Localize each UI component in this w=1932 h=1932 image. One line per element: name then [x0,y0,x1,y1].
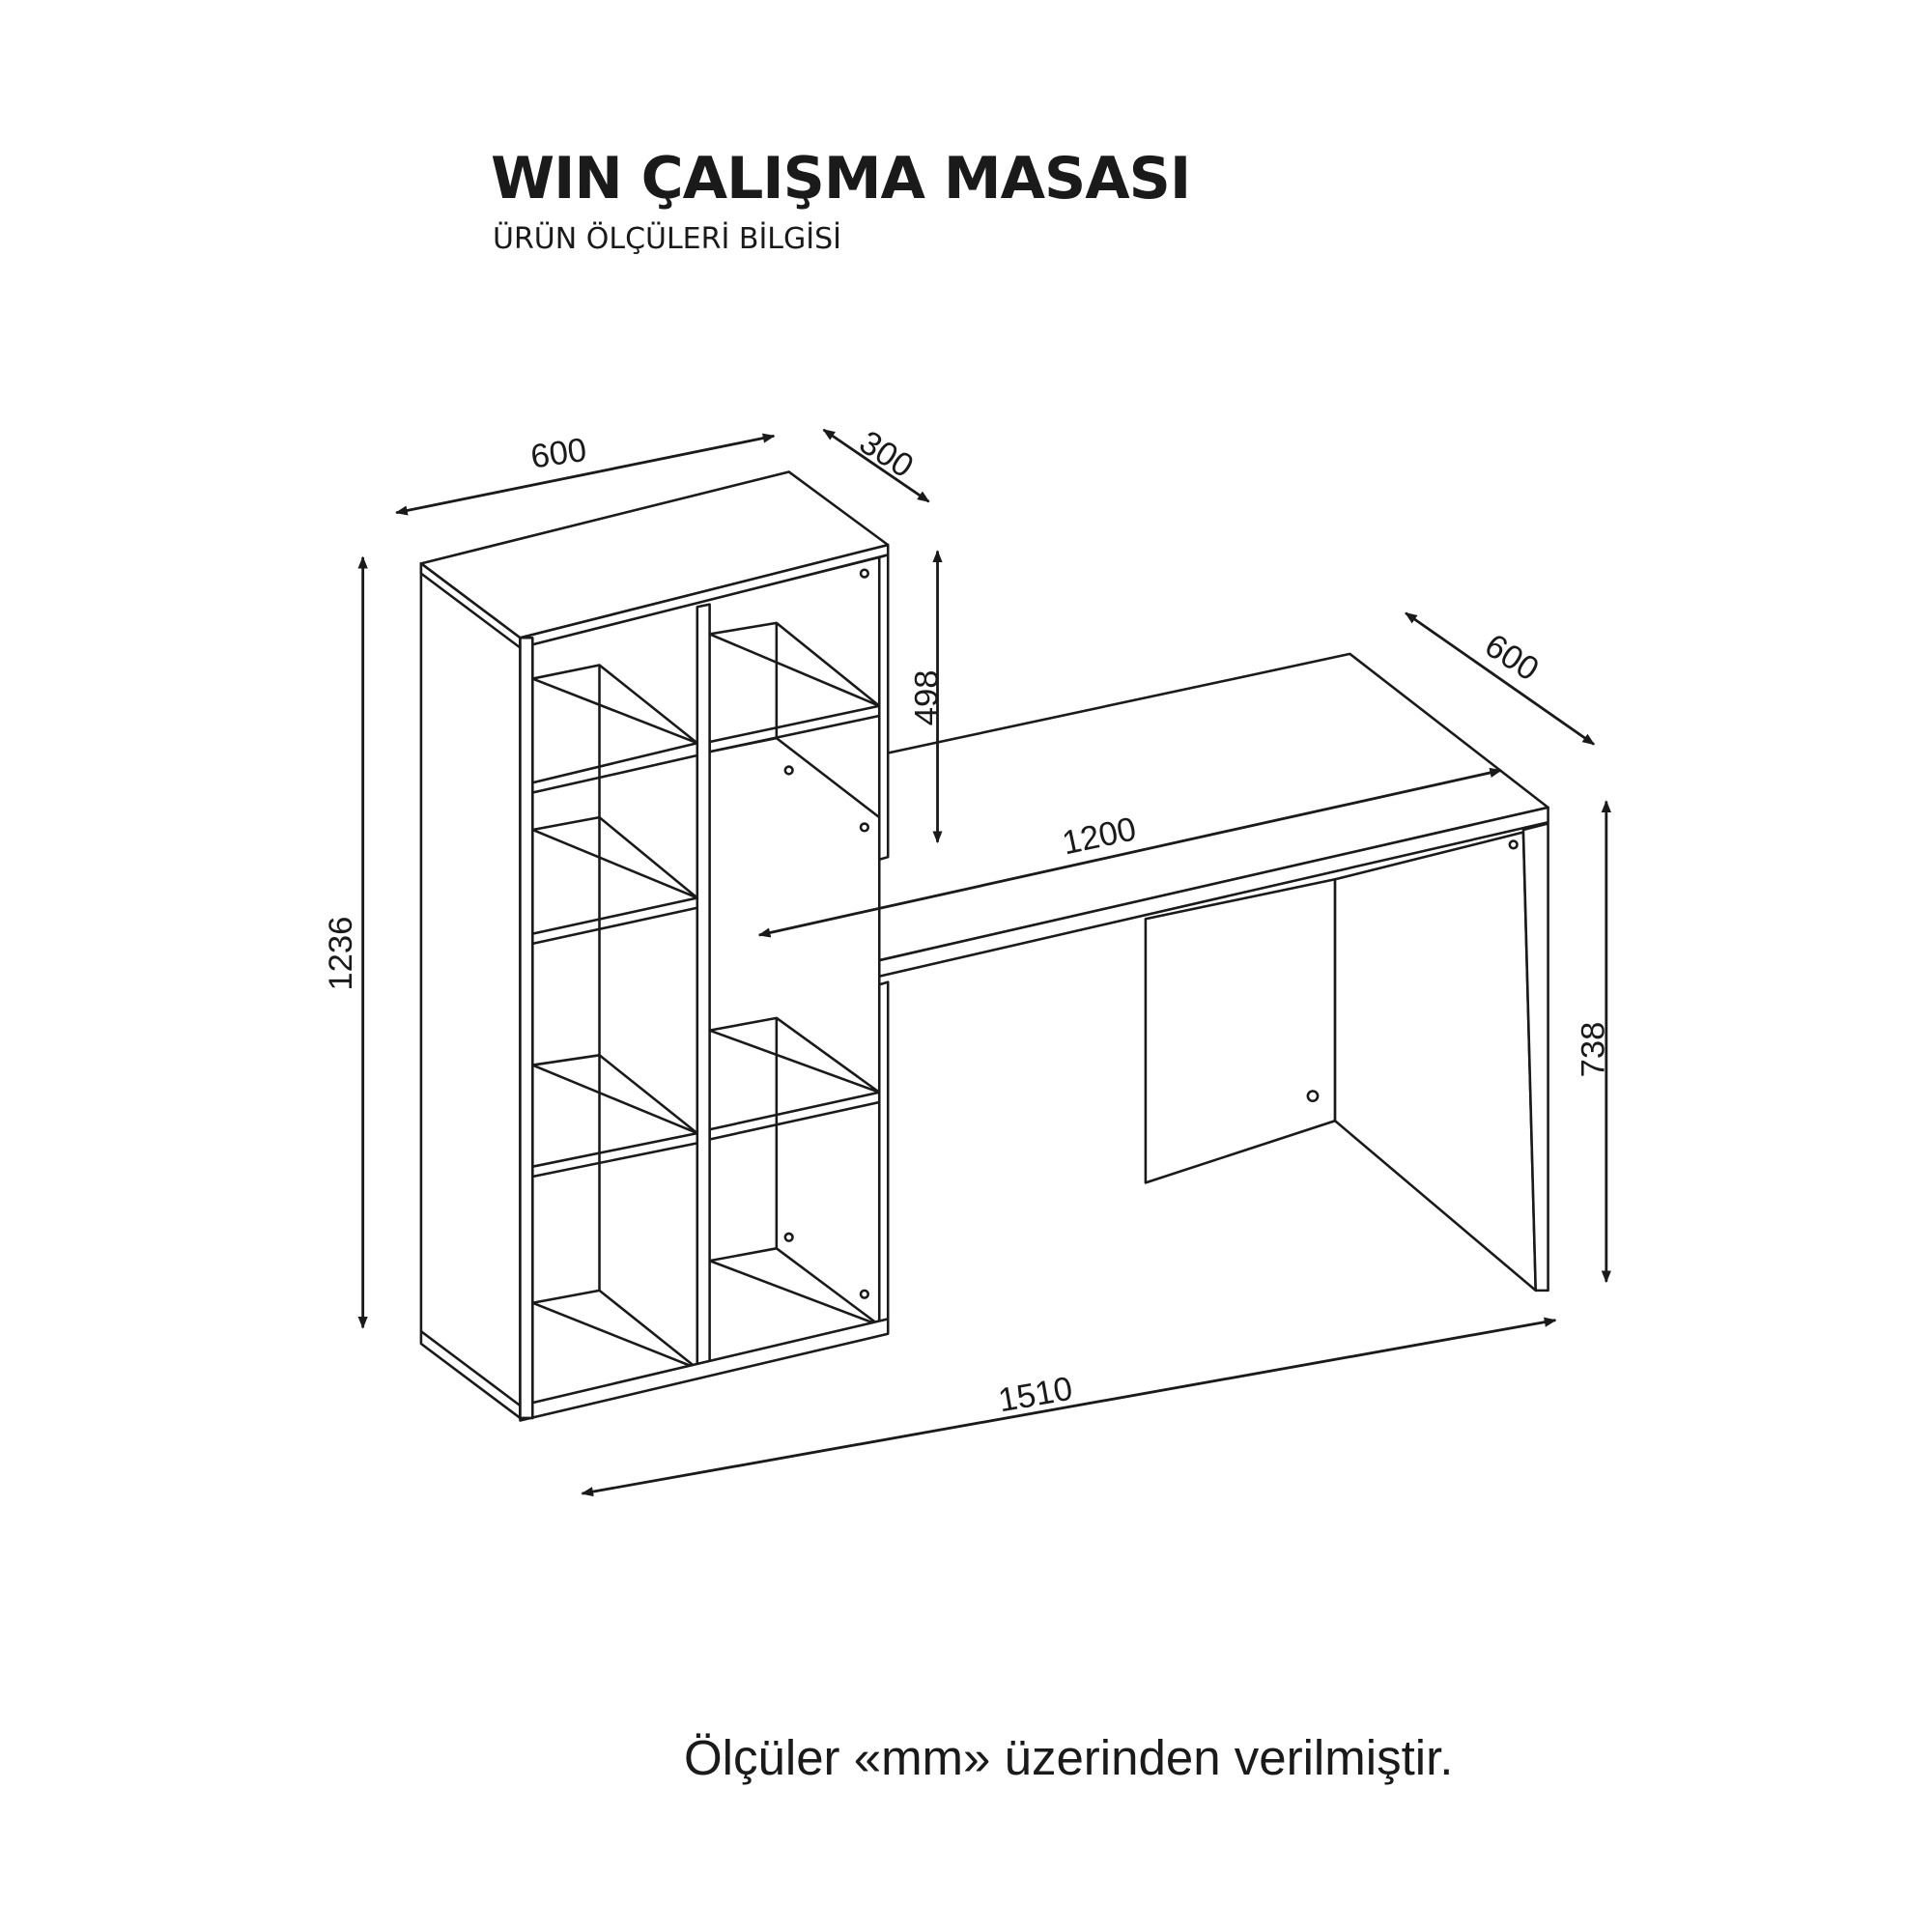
bookcase-right-side-lower [877,980,890,1336]
screw-hole [1306,1090,1320,1103]
units-note: Ölçüler «mm» üzerinden verilmiştir. [684,1730,1454,1785]
desk-right-leg-side [1333,831,1538,1293]
label-desk-depth: 600 [1478,627,1545,688]
label-total-height: 1236 [323,917,359,991]
dim-desk-width [757,767,1503,938]
bookcase-left-side [419,562,522,1420]
dim-shelf-width [395,433,776,516]
label-total-width: 1510 [996,1371,1075,1420]
product-title: WIN ÇALIŞMA MASASI [491,145,1191,213]
dim-desk-depth [1405,611,1596,746]
bookcase [419,470,890,1422]
dim-shelf-depth [822,428,930,503]
label-shelf-upper-height: 498 [909,670,946,726]
screw-hole [1508,839,1519,850]
label-shelf-width: 600 [528,432,588,476]
label-desk-height: 738 [1575,1022,1611,1078]
desk-right-leg-front [1521,822,1549,1293]
dim-total-width [581,1317,1557,1497]
desk-back-panel [1144,877,1337,1184]
product-subtitle: ÜRÜN ÖLÇÜLERİ BİLGİSİ [493,222,841,256]
bookcase-middle-divider [696,603,711,1373]
dimension-lines: 600 300 1236 498 600 1200 738 1510 [323,424,1611,1497]
label-shelf-depth: 300 [853,424,920,485]
bookcase-right-side-upper [877,554,890,862]
